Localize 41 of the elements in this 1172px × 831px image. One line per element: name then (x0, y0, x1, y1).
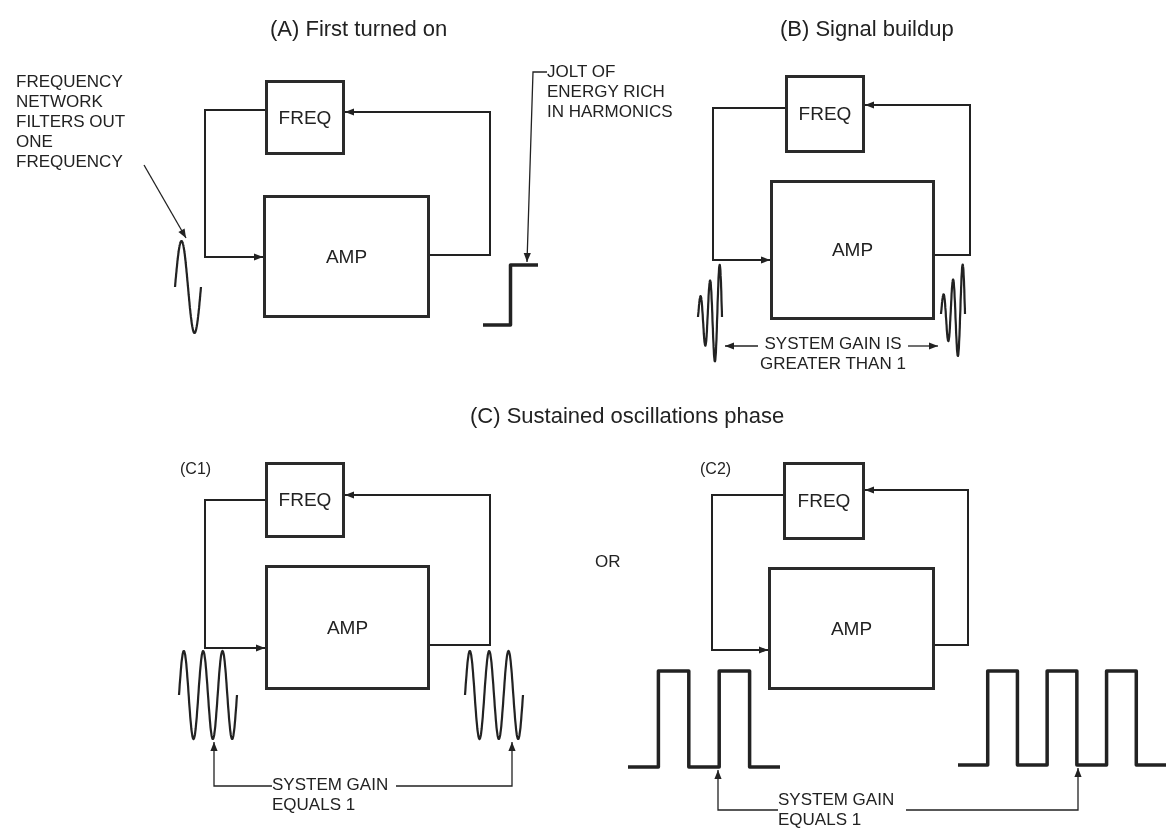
or-text: OR (595, 552, 621, 572)
panel-title: (C) Sustained oscillations phase (470, 403, 785, 429)
block-box: FREQ (265, 80, 345, 155)
block-box: FREQ (783, 462, 865, 540)
panel-label: (C2) (700, 460, 732, 478)
block-box: AMP (263, 195, 430, 318)
leader-line (523, 71, 548, 263)
leader-line (907, 342, 939, 350)
sine-wave-drawing (172, 238, 204, 336)
leader-line (905, 767, 1082, 811)
block-box: AMP (770, 180, 935, 320)
arrow (344, 491, 491, 646)
block-box: FREQ (785, 75, 865, 153)
sine-wave-drawing (462, 648, 526, 742)
arrow (204, 499, 266, 652)
block-box: FREQ (265, 462, 345, 538)
square-wave-drawing (958, 668, 1166, 768)
sine-wave-drawing (176, 648, 240, 742)
block-box: AMP (768, 567, 935, 690)
leader-line (714, 769, 779, 811)
arrow (204, 109, 266, 261)
annotation-text: SYSTEM GAIN EQUALS 1 (778, 790, 906, 830)
block-box: AMP (265, 565, 430, 690)
arrow (864, 486, 969, 646)
leader-line (395, 741, 516, 787)
leader-line (143, 164, 187, 239)
arrow (711, 494, 784, 654)
panel-label: (C1) (180, 460, 212, 478)
square-wave-drawing (628, 668, 780, 770)
step-signal-drawing (483, 262, 538, 328)
annotation-text: SYSTEM GAIN IS GREATER THAN 1 (758, 334, 908, 374)
leader-line (210, 741, 273, 787)
leader-line (724, 342, 759, 350)
annotation-text: JOLT OF ENERGY RICH IN HARMONICS (547, 62, 677, 122)
panel-title: (B) Signal buildup (780, 16, 954, 42)
annotation-text: FREQUENCY NETWORK FILTERS OUT ONE FREQUENCY (16, 72, 144, 172)
arrow (712, 107, 786, 264)
panel-title: (A) First turned on (270, 16, 448, 42)
annotation-text: SYSTEM GAIN EQUALS 1 (272, 775, 396, 815)
arrow (864, 101, 971, 256)
arrow (344, 108, 491, 256)
